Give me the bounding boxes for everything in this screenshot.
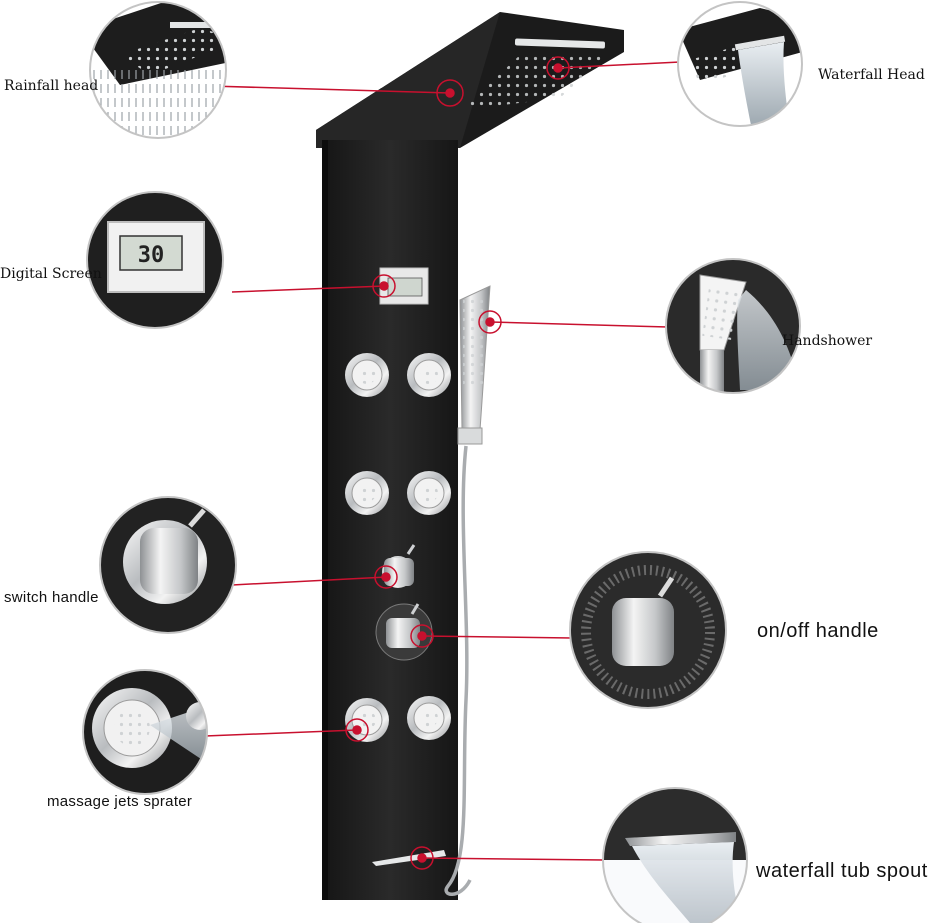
body-jet-2 — [407, 353, 451, 397]
label-waterfall-tub-spout: waterfall tub spout — [756, 860, 928, 882]
label-handshower: Handshower — [782, 333, 873, 349]
detail-switch-handle — [99, 496, 237, 634]
label-switch-handle: switch handle — [4, 589, 99, 606]
line-jets — [204, 729, 358, 737]
screen-temperature: 30 — [138, 243, 165, 268]
body-jet-4 — [407, 471, 451, 515]
line-rainfall — [209, 85, 451, 94]
line-handshower — [489, 321, 669, 328]
detail-on-off-handle — [569, 551, 727, 709]
line-switch — [231, 576, 387, 586]
panel-body — [322, 140, 458, 900]
detail-massage-jets — [82, 669, 208, 795]
rainfall-nozzle-field — [462, 52, 610, 110]
line-spout — [421, 857, 605, 861]
label-digital-screen: Digital Screen — [0, 266, 102, 282]
tub-spout — [372, 850, 446, 866]
label-massage-jets: massage jets sprater — [47, 793, 193, 810]
body-jet-1 — [345, 353, 389, 397]
detail-handshower — [665, 258, 801, 394]
label-on-off-handle: on/off handle — [757, 620, 879, 642]
line-onoff — [421, 635, 573, 639]
label-rainfall-head: Rainfall head — [4, 78, 99, 94]
body-jet-3 — [345, 471, 389, 515]
callout-markers — [345, 56, 570, 870]
label-waterfall-head: Waterfall Head — [818, 67, 925, 83]
waterfall-slot — [514, 38, 606, 49]
detail-waterfall-head — [677, 1, 803, 127]
body-jet-6 — [407, 696, 451, 740]
rainfall-head-face — [316, 12, 500, 148]
switch-handle — [382, 544, 416, 588]
line-waterfall — [557, 61, 681, 69]
detail-digital-screen: 30 — [86, 191, 224, 329]
detail-rainfall-head — [89, 1, 227, 139]
detail-waterfall-tub-spout — [602, 787, 748, 923]
line-screen — [231, 285, 385, 293]
shower-tower — [316, 12, 624, 900]
callout-lines — [204, 61, 681, 861]
